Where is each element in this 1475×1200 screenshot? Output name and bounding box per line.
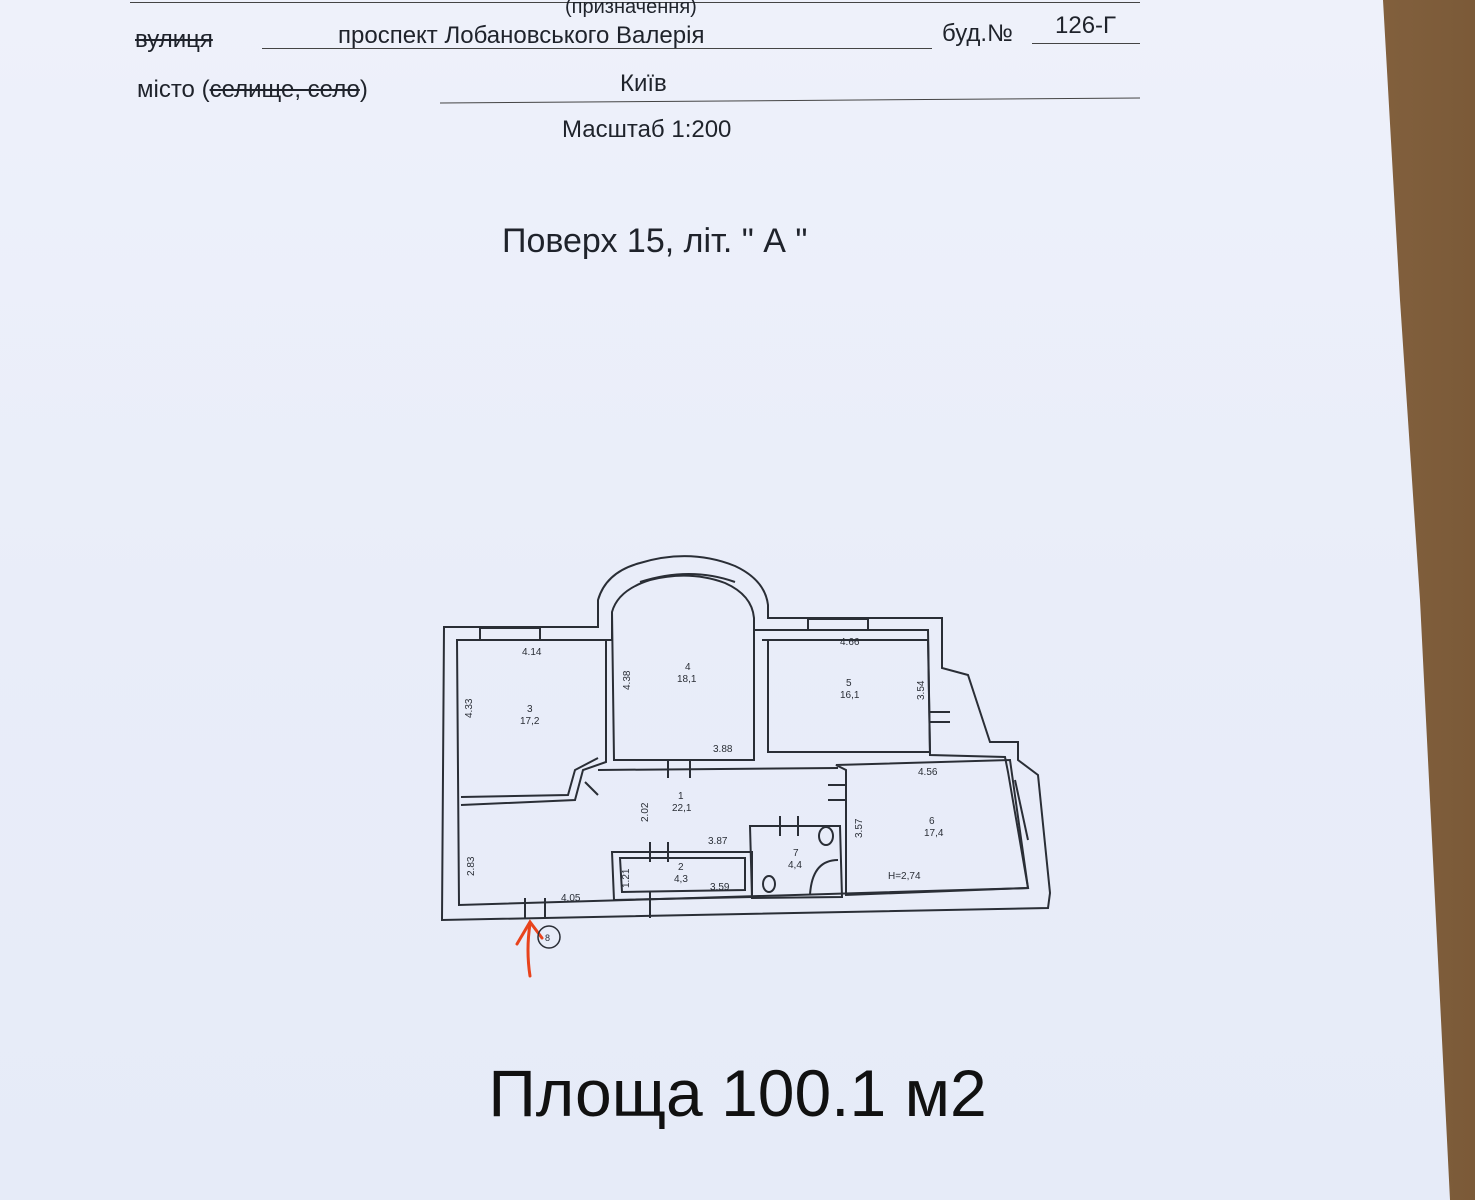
purpose-caption: (призначення) bbox=[565, 0, 697, 18]
room-number: 6 bbox=[929, 816, 935, 827]
dim-label: 4.05 bbox=[561, 893, 581, 904]
room-number: 3 bbox=[527, 704, 533, 715]
city-label: місто (селище, село) bbox=[137, 76, 368, 104]
entrance-circle-marker bbox=[537, 925, 561, 949]
room-area: 4,4 bbox=[788, 860, 802, 871]
floor-title: Поверх 15, літ. " А " bbox=[502, 222, 808, 260]
street-label: вулиця bbox=[135, 26, 213, 53]
room-6-walls bbox=[835, 758, 1030, 897]
sink-icon bbox=[818, 826, 834, 846]
ceiling-height: Н=2,74 bbox=[888, 871, 921, 882]
room-area: 4,3 bbox=[674, 874, 688, 885]
room-number: 2 bbox=[678, 862, 684, 873]
dim-label: 3.59 bbox=[710, 882, 730, 893]
dim-label: 3.57 bbox=[854, 818, 865, 838]
total-area: Площа 100.1 м2 bbox=[488, 1056, 987, 1130]
city-value: Київ bbox=[620, 70, 667, 97]
window-room-3 bbox=[479, 627, 541, 641]
entrance-mark: 8 bbox=[545, 933, 550, 943]
street-value: проспект Лобановського Валерія bbox=[338, 22, 705, 49]
plan-walls bbox=[440, 555, 1052, 922]
dim-label: 2.83 bbox=[466, 856, 477, 876]
outer-wall-inner bbox=[455, 574, 1030, 907]
room-number: 1 bbox=[678, 791, 684, 802]
balcony-window bbox=[1014, 779, 1029, 841]
street-underline bbox=[262, 48, 932, 49]
dim-label: 4.14 bbox=[522, 647, 542, 658]
window-room-4 bbox=[639, 573, 736, 583]
room-number: 4 bbox=[685, 662, 691, 673]
room-2-walls bbox=[610, 851, 753, 902]
dim-label: 4.56 bbox=[918, 767, 938, 778]
room-area: 18,1 bbox=[677, 674, 697, 685]
dim-label: 2.02 bbox=[640, 802, 651, 822]
dim-label: 3.54 bbox=[916, 680, 927, 700]
entrance-arrow bbox=[515, 919, 544, 978]
room-3-inner bbox=[460, 757, 599, 798]
room-2-inner bbox=[618, 857, 746, 894]
shower-icon bbox=[809, 859, 839, 896]
toilet-icon bbox=[762, 875, 776, 893]
building-underline bbox=[1032, 43, 1140, 44]
outer-wall bbox=[440, 555, 1052, 922]
dim-label: 3.87 bbox=[708, 836, 728, 847]
room-area: 16,1 bbox=[840, 690, 860, 701]
top-rule bbox=[130, 2, 1140, 3]
window-room-5 bbox=[807, 618, 869, 631]
room-area: 17,4 bbox=[924, 828, 944, 839]
city-label-suffix: ) bbox=[359, 76, 368, 103]
plan-labels: 4.14 4.33 4.38 3.88 4.66 3.54 4.56 3.57 … bbox=[464, 637, 944, 904]
door-swing bbox=[584, 781, 599, 796]
city-label-struck: селище, село bbox=[209, 76, 360, 103]
room-3-walls bbox=[457, 639, 607, 806]
city-label-prefix: місто ( bbox=[137, 76, 210, 103]
building-label: буд.№ bbox=[942, 20, 1013, 47]
room-4-walls bbox=[611, 611, 755, 761]
room-area: 17,2 bbox=[520, 716, 540, 727]
room-5-walls bbox=[762, 639, 932, 753]
corridor-wall bbox=[597, 767, 839, 771]
scale-text: Масштаб 1:200 bbox=[562, 116, 732, 143]
room-number: 7 bbox=[793, 848, 799, 859]
room-number: 5 bbox=[846, 678, 852, 689]
dim-label: 4.33 bbox=[464, 698, 475, 718]
room-area: 22,1 bbox=[672, 803, 692, 814]
dim-label: 4.38 bbox=[622, 670, 633, 690]
dim-label: 3.88 bbox=[713, 744, 733, 755]
building-value: 126-Г bbox=[1055, 12, 1117, 39]
dim-label: 1.21 bbox=[621, 868, 632, 888]
dim-label: 4.66 bbox=[840, 637, 860, 648]
